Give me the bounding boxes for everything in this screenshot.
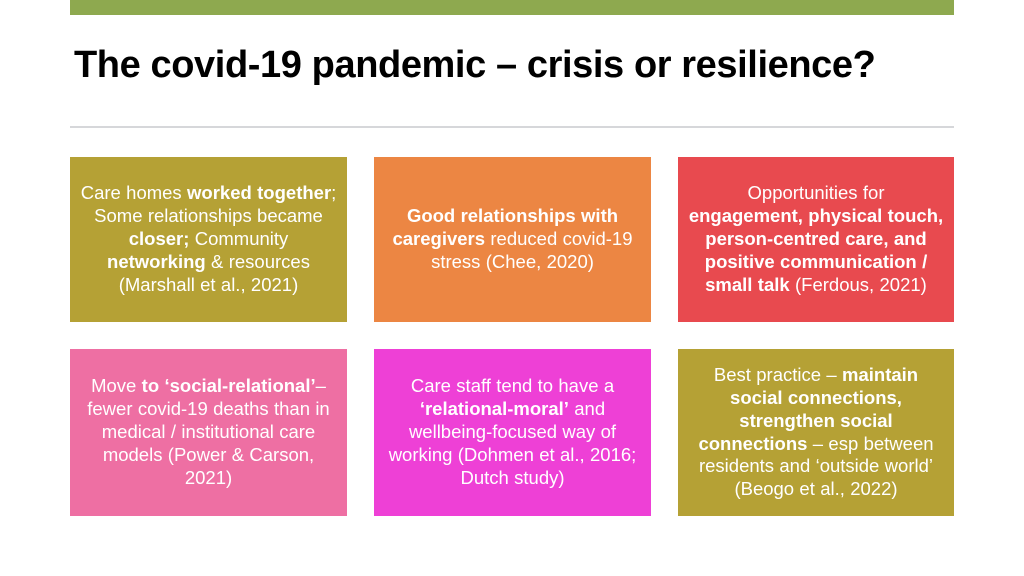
finding-card-best-practice-maintain-social-connections: Best practice – maintain social connecti… <box>678 349 954 516</box>
finding-card-text: Opportunities for engagement, physical t… <box>688 182 944 295</box>
title-divider <box>70 126 954 128</box>
finding-card-text: Good relationships with caregivers reduc… <box>392 205 633 272</box>
finding-card-opportunities-for-engagement: Opportunities for engagement, physical t… <box>678 157 954 322</box>
finding-card-text: Care homes worked together; Some relatio… <box>80 182 337 295</box>
finding-card-care-homes-worked-together: Care homes worked together; Some relatio… <box>70 157 347 322</box>
finding-card-good-relationships-with-caregivers: Good relationships with caregivers reduc… <box>374 157 651 322</box>
finding-card-text: Move to ‘social-relational’– fewer covid… <box>87 375 330 488</box>
findings-card-grid: Care homes worked together; Some relatio… <box>70 157 954 516</box>
top-accent-bar <box>70 0 954 15</box>
page-title: The covid-19 pandemic – crisis or resili… <box>74 44 876 86</box>
finding-card-text: Best practice – maintain social connecti… <box>698 363 934 500</box>
finding-card-text: Care staff tend to have a ‘relational-mo… <box>388 375 637 488</box>
finding-card-care-staff-relational-moral: Care staff tend to have a ‘relational-mo… <box>374 349 651 516</box>
finding-card-move-to-social-relational: Move to ‘social-relational’– fewer covid… <box>70 349 347 516</box>
